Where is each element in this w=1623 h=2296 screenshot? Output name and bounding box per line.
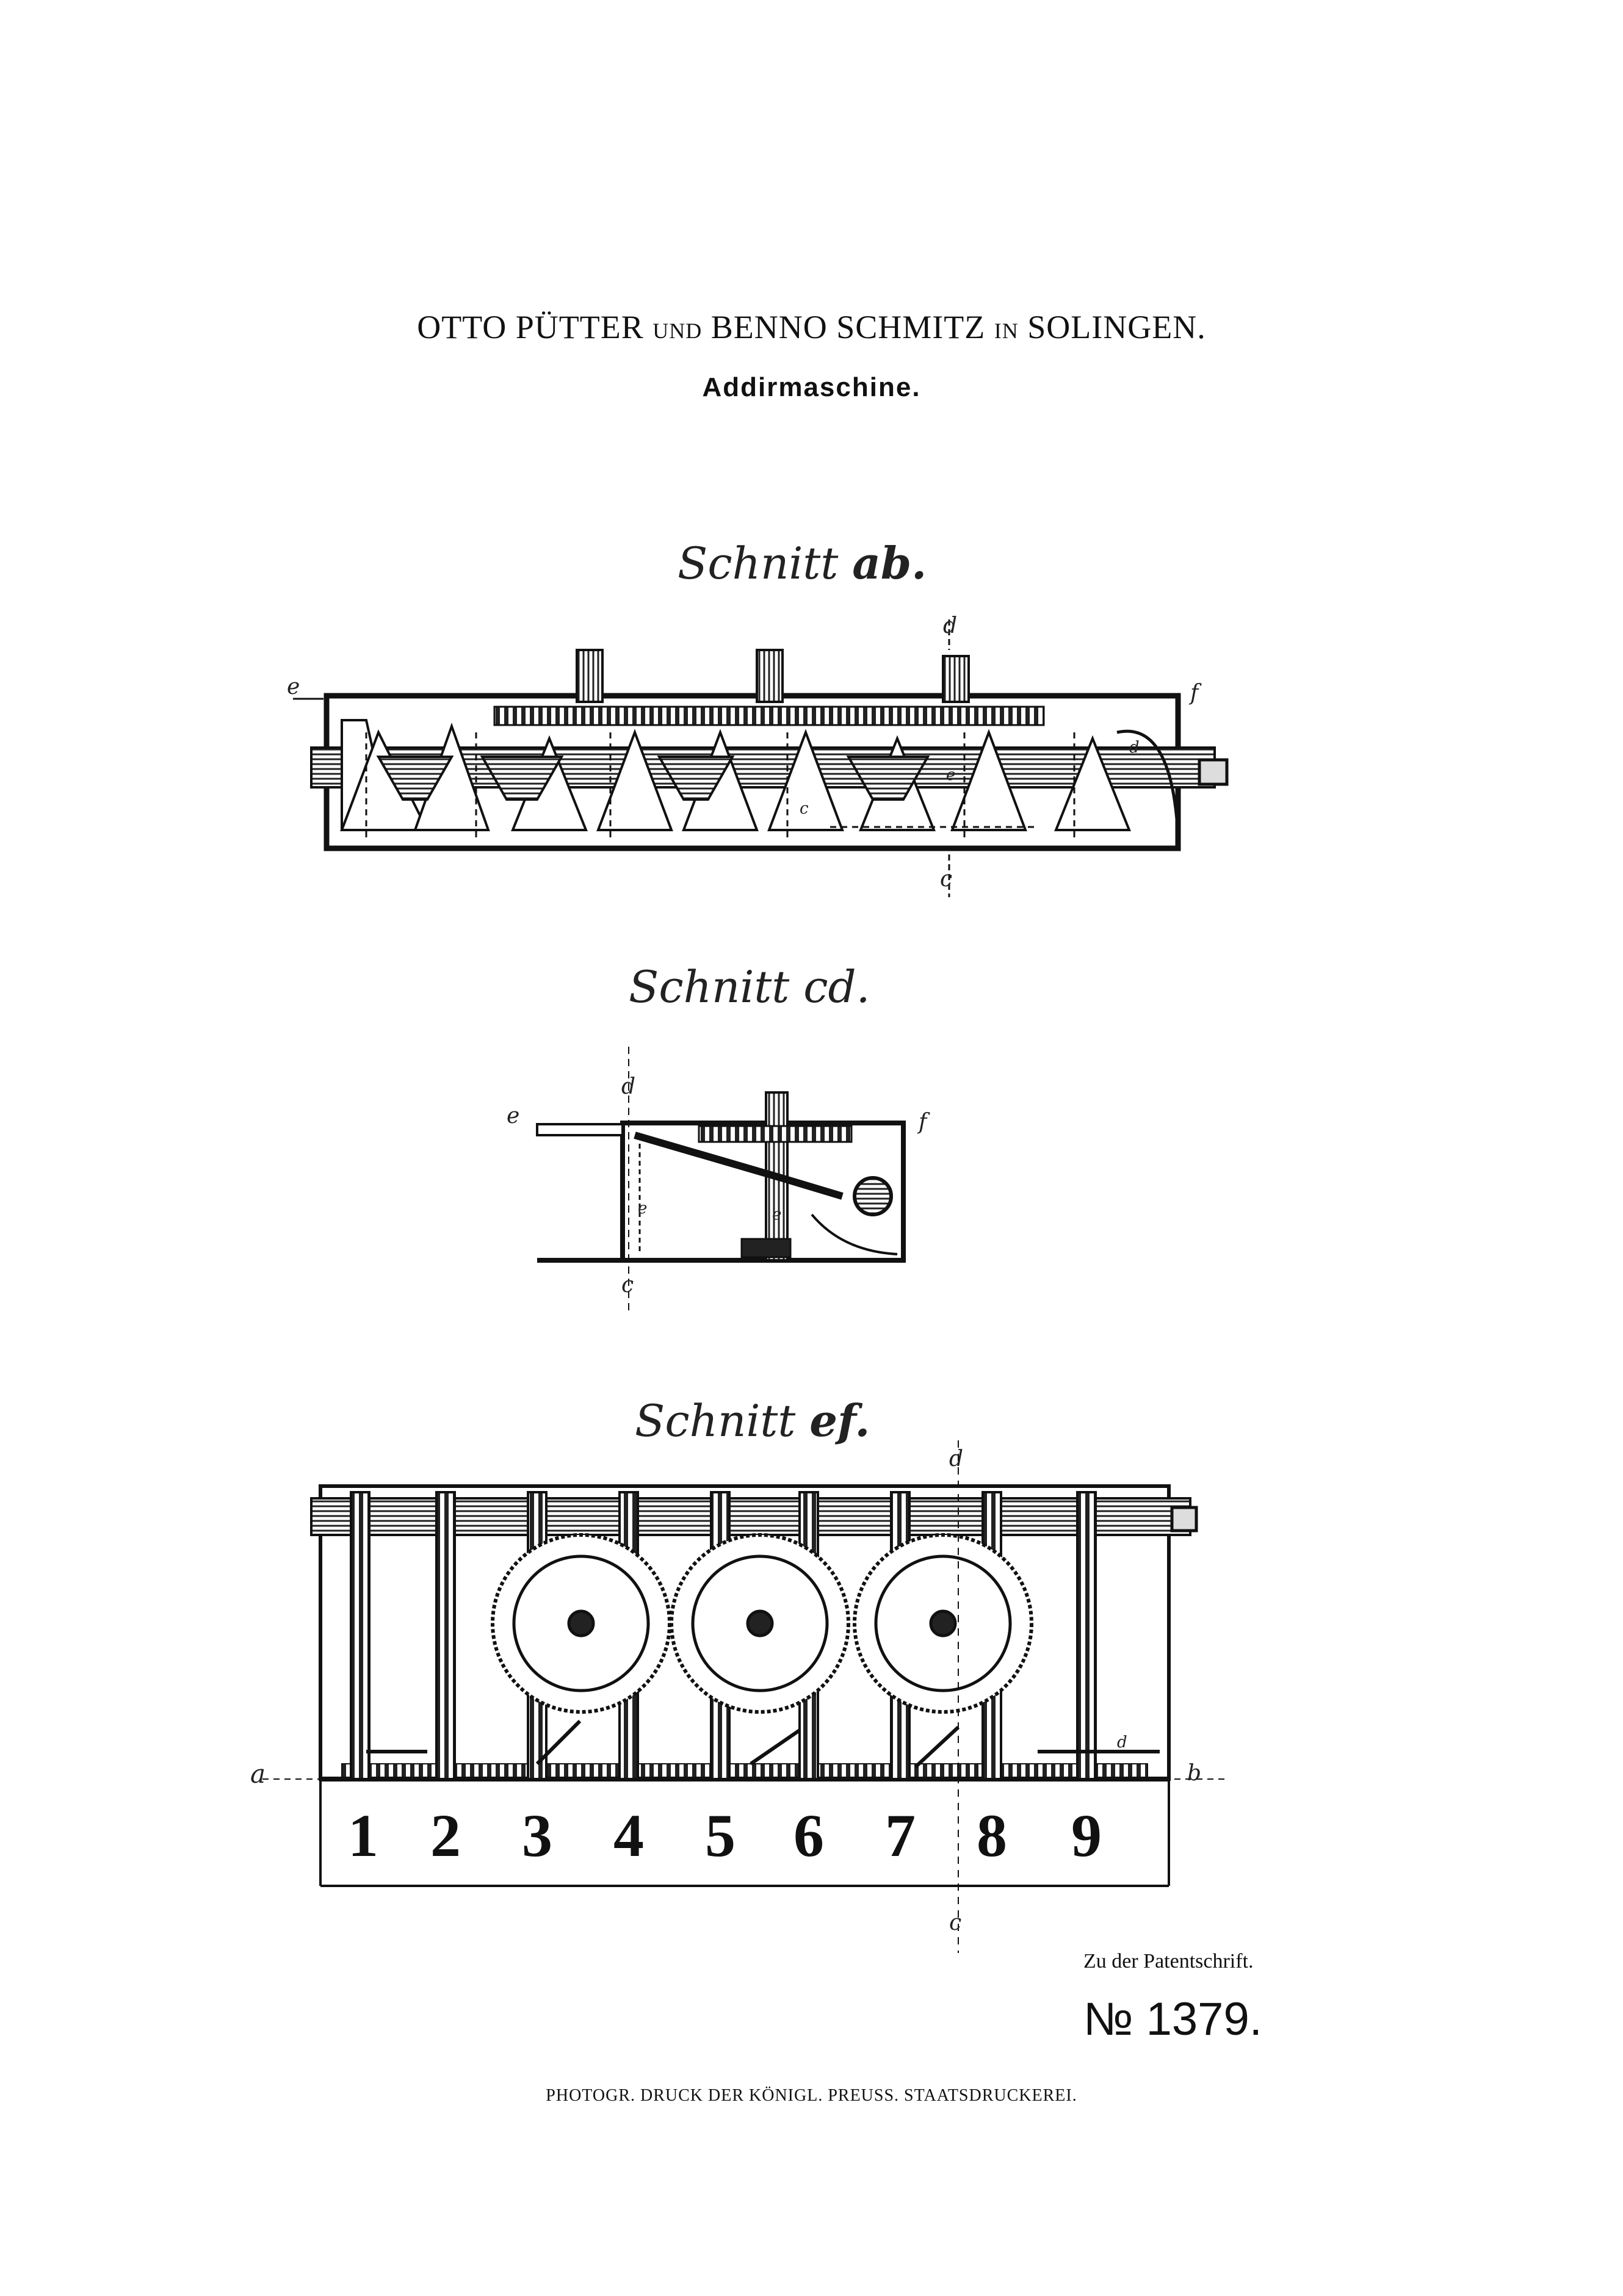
fig3-counting-wheel-2 <box>670 1533 850 1714</box>
fig2-foot <box>740 1238 792 1258</box>
patent-number: № 1379. <box>1083 1993 1262 2045</box>
fig1-caption-word: Schnitt <box>678 538 839 589</box>
key-7: 7 <box>885 1802 916 1869</box>
fig1-gear-rack <box>493 706 1045 726</box>
fig1-spring <box>1116 729 1180 837</box>
key-1: 1 <box>348 1802 378 1869</box>
fig2-label-f: f <box>919 1110 927 1135</box>
fig1-post <box>576 649 604 703</box>
inventor-2: BENNO SCHMITZ <box>710 309 986 345</box>
fig3-label-c: c <box>949 1910 962 1935</box>
fig3-label-b: b <box>1187 1761 1202 1786</box>
fig2-label-c: c <box>621 1273 634 1298</box>
fig2-gear <box>698 1125 853 1143</box>
fig2-lever <box>634 1132 844 1200</box>
key-3: 3 <box>522 1802 552 1869</box>
fig3-label-d: d <box>949 1446 964 1471</box>
fig2-label-e-inner-1: e <box>638 1199 648 1218</box>
fig1-label-e-inner: e <box>946 766 956 784</box>
patent-title: Addirmaschine. <box>702 372 921 402</box>
fig1-post <box>756 649 784 703</box>
fig1-label-d-inner: d <box>1129 738 1140 757</box>
fig2-spring <box>811 1213 898 1255</box>
place: SOLINGEN. <box>1027 309 1206 345</box>
conjunction-in: IN <box>994 319 1019 343</box>
fig3-counting-wheel-3 <box>853 1533 1033 1714</box>
fig3-pawls <box>366 1719 1160 1769</box>
key-4: 4 <box>613 1802 644 1869</box>
fig1-caption-letters: ab. <box>852 537 927 589</box>
fig1-caption: Schnitt ab. <box>678 537 927 589</box>
fig3-section-ef <box>262 1440 1227 1953</box>
fig2-caption-letters: cd. <box>803 961 870 1013</box>
fig2-lever-arm <box>536 1123 624 1136</box>
fig1-label-c: c <box>940 867 953 892</box>
conjunction-und: UND <box>652 319 703 343</box>
fig2-counter-wheel <box>853 1176 893 1216</box>
fig2-label-e-inner-2: e <box>772 1205 782 1224</box>
fig1-label-d: d <box>943 613 958 638</box>
fig3-nut <box>1170 1506 1198 1532</box>
fig2-section-cd <box>536 1047 906 1312</box>
fig1-funnels <box>376 756 930 801</box>
fig1-hidden-lines <box>365 732 1075 842</box>
fig2-label-e: e <box>507 1103 520 1128</box>
fig3-caption: Schnitt ef. <box>635 1395 870 1446</box>
fig1-section-ab <box>293 619 1229 897</box>
fig1-nut <box>1198 758 1229 786</box>
key-2: 2 <box>430 1802 461 1869</box>
key-8: 8 <box>977 1802 1007 1869</box>
inventor-1: OTTO PÜTTER <box>417 309 644 345</box>
patent-inventors-line: OTTO PÜTTER UND BENNO SCHMITZ IN SOLINGE… <box>0 308 1623 346</box>
printer-credit: PHOTOGR. DRUCK DER KÖNIGL. PREUSS. STAAT… <box>546 2086 1077 2105</box>
fig3-caption-letters: ef. <box>809 1395 870 1446</box>
fig3-caption-word: Schnitt <box>635 1395 796 1446</box>
fig2-label-d: d <box>621 1074 636 1099</box>
fig1-label-c-inner: c <box>800 800 809 818</box>
fig2-caption: Schnitt cd. <box>629 961 870 1013</box>
fig1-label-f: f <box>1190 680 1199 706</box>
fig3-label-a: a <box>250 1759 266 1789</box>
fig2-caption-word: Schnitt <box>629 961 790 1013</box>
key-5: 5 <box>705 1802 736 1869</box>
fig3-top-shaft <box>310 1497 1191 1536</box>
patent-reference: Zu der Patentschrift. <box>1083 1950 1254 1973</box>
fig1-label-e: e <box>287 674 300 699</box>
fig3-bottom-rack <box>341 1763 1148 1778</box>
key-6: 6 <box>793 1802 824 1869</box>
fig1-post <box>942 655 970 703</box>
key-9: 9 <box>1071 1802 1102 1869</box>
fig3-label-d-inner: d <box>1117 1733 1127 1752</box>
fig1-key-blades <box>340 719 1131 831</box>
fig3-counting-wheel-1 <box>491 1533 671 1714</box>
